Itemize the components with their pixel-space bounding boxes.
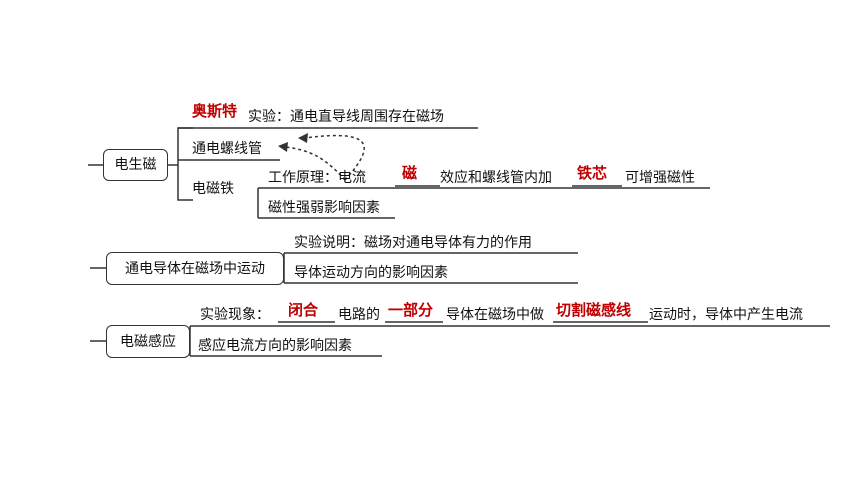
root-node-induction: 电磁感应 <box>106 325 190 358</box>
current-direction-factors: 感应电流方向的影响因素 <box>198 338 352 354</box>
strength-factors: 磁性强弱影响因素 <box>268 200 380 216</box>
dashed-arrow-1 <box>304 134 365 181</box>
motion-direction-factors: 导体运动方向的影响因素 <box>294 265 448 281</box>
branch-bracket-1 <box>177 127 193 201</box>
electromagnet-label: 电磁铁 <box>192 181 234 197</box>
force-note: 实验说明：磁场对通电导体有力的作用 <box>294 235 532 251</box>
answer-magnetic: 磁 <box>402 164 418 182</box>
answer-oersted: 奥斯特 <box>192 102 238 120</box>
root-node-electricity-magnetism: 电生磁 <box>103 149 168 181</box>
dashed-arrow-2 <box>285 146 346 181</box>
answer-cutting: 切割磁感线 <box>556 301 632 319</box>
answer-closed: 闭合 <box>288 301 319 319</box>
phenomenon-suffix: 运动时，导体中产生电流 <box>649 307 803 323</box>
root-label-2: 通电导体在磁场中运动 <box>125 260 265 277</box>
arrowhead-1 <box>298 133 308 143</box>
root-node-force-on-conductor: 通电导体在磁场中运动 <box>106 252 284 285</box>
answer-part: 一部分 <box>388 301 434 319</box>
phenomenon-mid-1: 电路的 <box>338 307 380 323</box>
principle-mid: 效应和螺线管内加 <box>440 170 552 186</box>
root-label-1: 电生磁 <box>114 157 157 173</box>
principle-prefix: 工作原理：电流 <box>268 170 366 186</box>
phenomenon-prefix: 实验现象： <box>200 307 270 323</box>
oersted-text: 实验：通电直导线周围存在磁场 <box>248 109 444 125</box>
principle-suffix: 可增强磁性 <box>625 170 695 186</box>
arrowhead-2 <box>278 142 288 152</box>
solenoid-label: 通电螺线管 <box>192 141 262 157</box>
phenomenon-mid-2: 导体在磁场中做 <box>446 307 544 323</box>
root-label-3: 电磁感应 <box>120 333 176 350</box>
answer-iron-core: 铁芯 <box>577 164 608 182</box>
